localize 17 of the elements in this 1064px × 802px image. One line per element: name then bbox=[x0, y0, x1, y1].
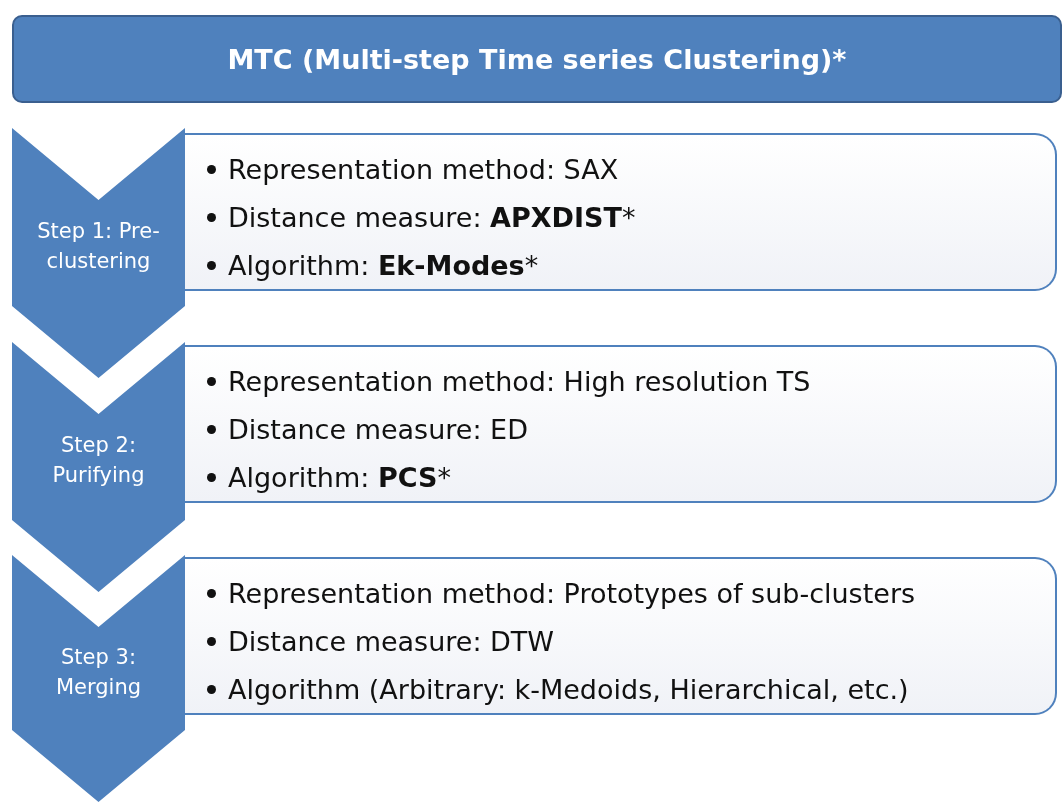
step-detail-panel bbox=[185, 557, 1057, 715]
step-label: Step 2: Purifying bbox=[51, 432, 146, 489]
bullet-text: Distance measure: DTW bbox=[228, 625, 555, 657]
bullet-text: Algorithm (Arbitrary: k-Medoids, Hierarchical, etc.) bbox=[228, 673, 909, 705]
bullet-text: Representation method: High resolution TS bbox=[228, 365, 811, 397]
title-text: MTC (Multi-step Time series Clustering)* bbox=[227, 43, 847, 75]
step-detail-panel bbox=[185, 133, 1057, 291]
bullet-text: Distance measure: ED bbox=[228, 413, 528, 445]
step-detail-panel bbox=[185, 345, 1057, 503]
bullet-text: Representation method: Prototypes of sub-clusters bbox=[228, 577, 916, 609]
bullet-text: Algorithm: Ek-Modes* bbox=[228, 249, 539, 281]
bullet-text: Representation method: SAX bbox=[228, 153, 619, 185]
bullet-text: Algorithm: PCS* bbox=[228, 461, 451, 493]
step-label: Step 1: Pre-clustering bbox=[36, 218, 161, 275]
bullet-text: Distance measure: APXDIST* bbox=[228, 201, 636, 233]
step-label: Step 3: Merging bbox=[54, 643, 143, 701]
title-banner bbox=[12, 15, 1062, 103]
